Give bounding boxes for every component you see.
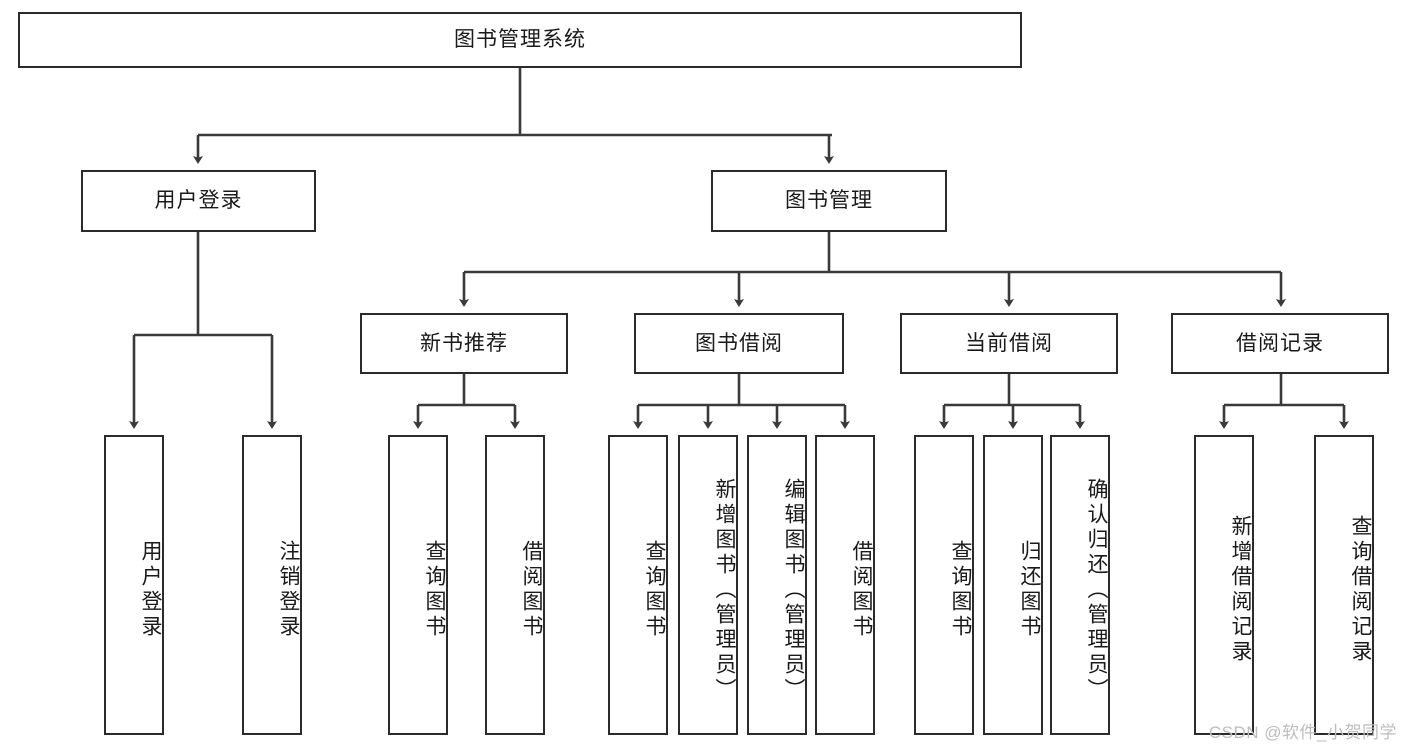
- node-label: 注销登录: [277, 540, 300, 640]
- node-label: 查询借阅记录: [1349, 515, 1372, 665]
- node-label: 查询图书: [949, 540, 972, 640]
- node-label: 图书管理: [785, 189, 873, 213]
- node-leaf-confirm-return-admin[interactable]: 确认归还（管理员）: [1050, 435, 1110, 735]
- node-current-borrow[interactable]: 当前借阅: [900, 313, 1118, 374]
- node-label: 查询图书: [643, 540, 666, 640]
- node-book-borrow[interactable]: 图书借阅: [634, 313, 844, 374]
- node-leaf-user-login[interactable]: 用户登录: [104, 435, 164, 735]
- node-label: 归还图书: [1018, 540, 1041, 640]
- node-label: 新增借阅记录: [1229, 515, 1252, 665]
- node-root-system[interactable]: 图书管理系统: [18, 12, 1022, 68]
- node-leaf-query-book-borrow[interactable]: 查询图书: [608, 435, 668, 735]
- node-leaf-edit-book-admin[interactable]: 编辑图书（管理员）: [747, 435, 807, 735]
- node-label: 确认归还（管理员）: [1085, 477, 1108, 703]
- node-label: 图书借阅: [695, 331, 783, 355]
- node-leaf-borrow-book-recommend[interactable]: 借阅图书: [485, 435, 545, 735]
- node-label: 新书推荐: [420, 331, 508, 355]
- node-new-book-recommend[interactable]: 新书推荐: [360, 313, 568, 374]
- node-label: 当前借阅: [965, 331, 1053, 355]
- node-book-management[interactable]: 图书管理: [711, 170, 947, 232]
- node-label: 图书管理系统: [454, 28, 586, 52]
- node-label: 借阅记录: [1236, 331, 1324, 355]
- node-leaf-query-book-current[interactable]: 查询图书: [914, 435, 974, 735]
- node-user-login[interactable]: 用户登录: [81, 170, 316, 232]
- node-label: 新增图书（管理员）: [713, 477, 736, 703]
- node-leaf-query-borrow-record[interactable]: 查询借阅记录: [1314, 435, 1374, 735]
- node-label: 用户登录: [139, 540, 162, 640]
- node-label: 用户登录: [154, 189, 243, 213]
- node-label: 查询图书: [423, 540, 446, 640]
- node-label: 借阅图书: [850, 540, 873, 640]
- node-label: 编辑图书（管理员）: [782, 477, 805, 703]
- node-label: 借阅图书: [520, 540, 543, 640]
- node-leaf-logout[interactable]: 注销登录: [242, 435, 302, 735]
- watermark: CSDN @软件_小贺同学: [1208, 723, 1397, 742]
- node-leaf-borrow-book[interactable]: 借阅图书: [815, 435, 875, 735]
- node-leaf-return-book[interactable]: 归还图书: [983, 435, 1043, 735]
- node-leaf-add-borrow-record[interactable]: 新增借阅记录: [1194, 435, 1254, 735]
- node-leaf-add-book-admin[interactable]: 新增图书（管理员）: [678, 435, 738, 735]
- node-leaf-query-book-recommend[interactable]: 查询图书: [388, 435, 448, 735]
- node-borrow-record[interactable]: 借阅记录: [1171, 313, 1389, 374]
